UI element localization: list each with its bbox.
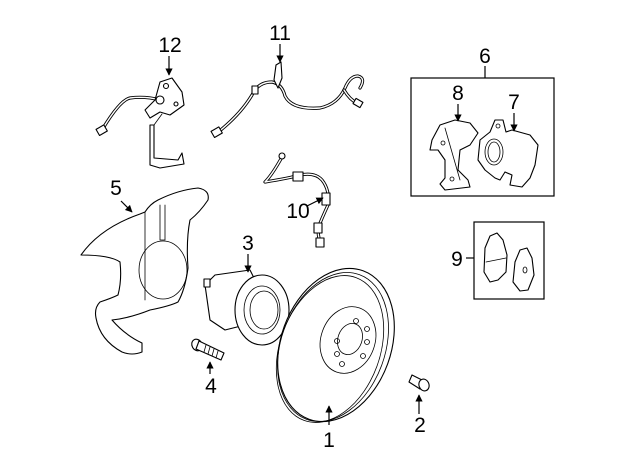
- part-9-brake-pads[interactable]: [483, 232, 535, 292]
- part-8-caliper-support[interactable]: [429, 119, 479, 191]
- callout-1: 1: [323, 429, 335, 452]
- part-2-rotor-screw[interactable]: [408, 374, 431, 392]
- leader-5: [120, 200, 133, 213]
- part-1-rotor[interactable]: [257, 252, 415, 438]
- caliper-assembly-box: [410, 77, 555, 197]
- callout-2: 2: [414, 414, 426, 437]
- part-4-hub-bolt[interactable]: [190, 337, 225, 361]
- part-7-caliper[interactable]: [477, 119, 539, 188]
- callout-6: 6: [479, 45, 491, 68]
- callout-12: 12: [158, 34, 181, 57]
- part-11-abs-harness[interactable]: [210, 61, 365, 139]
- callout-11: 11: [269, 22, 291, 45]
- callout-9: 9: [451, 248, 463, 271]
- brake-pads-box: [473, 221, 545, 300]
- part-5-splash-shield[interactable]: [80, 187, 209, 355]
- part-3-hub-bearing[interactable]: [203, 269, 290, 346]
- callout-4: 4: [205, 375, 217, 398]
- callout-8: 8: [452, 82, 464, 105]
- callout-10: 10: [286, 200, 309, 223]
- leader-10: [306, 197, 324, 207]
- callout-3: 3: [242, 232, 254, 255]
- callout-5: 5: [110, 177, 122, 200]
- callout-7: 7: [508, 91, 520, 114]
- part-12-height-sensor[interactable]: [95, 77, 185, 169]
